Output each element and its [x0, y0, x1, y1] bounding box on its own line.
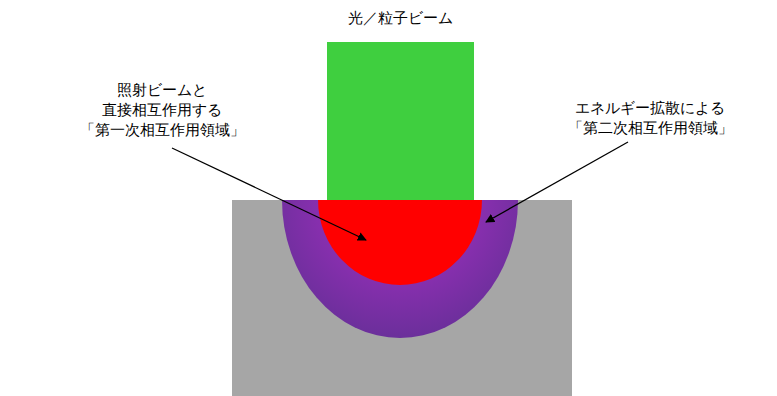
- beam-label: 光／粒子ビーム: [300, 8, 500, 28]
- sample-block: [232, 200, 572, 396]
- secondary-region-label: エネルギー拡散による 「第二次相互作用領域」: [550, 98, 750, 138]
- primary-region: [318, 200, 482, 285]
- leader-line: [172, 148, 366, 240]
- beam: [327, 42, 474, 200]
- leader-line: [486, 142, 628, 222]
- secondary-region: [282, 200, 518, 338]
- primary-region-label: 照射ビームと 直接相互作用する 「第一次相互作用領域」: [62, 80, 262, 140]
